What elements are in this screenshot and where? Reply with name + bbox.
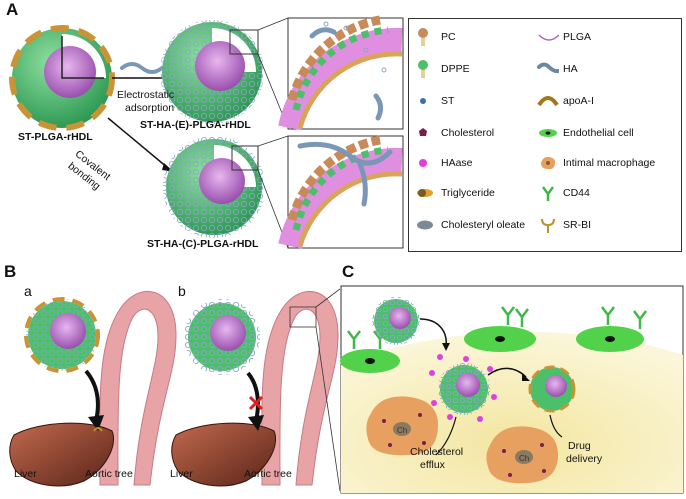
- label-b-a-liver: Liver: [14, 468, 37, 480]
- panel-label-a: A: [6, 0, 19, 19]
- legend-box: PC DPPE ST Cholesterol HAase Triglycerid…: [408, 18, 682, 252]
- cholesteryl-oleate-icon: [417, 220, 433, 230]
- zoom-lines: [257, 17, 289, 249]
- legend-label: Endothelial cell: [563, 127, 634, 139]
- incoming-nanoparticle: [372, 297, 450, 351]
- legend-item-apoa1: apoA-I: [537, 91, 594, 111]
- legend-label: PC: [441, 31, 456, 43]
- legend-label: SR-BI: [563, 219, 592, 231]
- legend-item-haase: HAase: [415, 153, 473, 173]
- macrophage-right: Ch: [486, 426, 558, 484]
- legend-item-plga: PLGA: [537, 27, 591, 47]
- legend-item-pc: PC: [415, 27, 456, 47]
- plga-icon: [538, 34, 559, 41]
- panel-b-b: [171, 288, 340, 492]
- legend-item-cd44: CD44: [537, 183, 590, 203]
- legend-item-macrophage: Intimal macrophage: [537, 153, 655, 173]
- legend-item-cholesteryl-oleate: Cholesteryl oleate: [415, 215, 525, 235]
- stripped-nanoparticle: [528, 365, 576, 413]
- legend-label: DPPE: [441, 63, 470, 75]
- endothelial-cells: [340, 306, 647, 373]
- legend-label: ST: [441, 95, 455, 107]
- legend-label: Cholesterol: [441, 127, 495, 139]
- panel-b-graphics: [9, 288, 340, 492]
- panel-label-b-b: b: [178, 283, 186, 299]
- zoom-box-e: [278, 15, 404, 131]
- legend-label: Cholesteryl oleate: [441, 219, 526, 231]
- label-drug-delivery-1: Drug: [568, 440, 591, 452]
- legend-item-ha: HA: [537, 59, 578, 79]
- legend-item-st: ST: [415, 91, 454, 111]
- label-adsorption: adsorption: [125, 102, 175, 114]
- label-b-a-aortic-tree: Aortic tree: [85, 468, 133, 480]
- ha-icon: [537, 62, 559, 74]
- panel-b-a: [9, 290, 177, 487]
- label-st-ha-c-plga-rhdl: ST-HA-(C)-PLGA-rHDL: [147, 238, 259, 250]
- panel-label-b: B: [4, 262, 17, 281]
- zoom-box-c: [278, 135, 404, 249]
- apoa1-icon: [537, 96, 559, 107]
- cd44-icon: [541, 186, 555, 201]
- macrophage-icon: [541, 156, 556, 170]
- legend-item-cholesterol: Cholesterol: [415, 123, 494, 143]
- legend-label: HA: [563, 63, 578, 75]
- panel-label-b-a: a: [24, 283, 32, 299]
- label-cholesterol-efflux-1: Cholesterol: [410, 446, 464, 458]
- panel-a-graphics: [9, 15, 404, 249]
- st-ha-e-plga-rhdl-particle: [160, 20, 264, 124]
- label-b-b-liver: Liver: [170, 468, 193, 480]
- flow-arrows: [435, 414, 563, 456]
- panel-label-c: C: [342, 262, 355, 281]
- svg-text:Ch: Ch: [397, 426, 407, 435]
- haase-icon: [419, 159, 427, 167]
- macrophage-left: Ch: [366, 396, 438, 456]
- label-st-ha-e-plga-rhdl: ST-HA-(E)-PLGA-rHDL: [140, 119, 251, 131]
- legend-label: Triglyceride: [441, 187, 495, 199]
- cholesterol-icon: [419, 128, 427, 136]
- center-nanoparticle: [429, 354, 530, 422]
- st-ha-c-plga-rhdl-particle: [163, 136, 265, 238]
- triglyceride-icon: [417, 189, 433, 197]
- label-electrostatic: Electrostatic: [117, 89, 175, 101]
- endothelial-cell-icon: [539, 129, 557, 137]
- label-b-b-aortic-tree: Aortic tree: [244, 468, 292, 480]
- svg-text:Ch: Ch: [519, 454, 529, 463]
- legend-label: HAase: [441, 157, 473, 169]
- legend-label: CD44: [563, 187, 590, 199]
- label-st-plga-rhdl: ST-PLGA-rHDL: [18, 131, 93, 143]
- label-cholesterol-efflux-2: efflux: [420, 459, 445, 471]
- legend-item-sr-bi: SR-BI: [537, 215, 591, 235]
- legend-label: apoA-I: [563, 95, 594, 107]
- st-icon: [420, 98, 426, 104]
- legend-label: Intimal macrophage: [563, 157, 656, 169]
- st-plga-rhdl-particle: [9, 25, 115, 131]
- pc-lipid-icon: [418, 28, 428, 46]
- legend-label: PLGA: [563, 31, 592, 43]
- dppe-lipid-icon: [418, 60, 428, 78]
- legend-item-dppe: DPPE: [415, 59, 470, 79]
- legend-item-triglyceride: Triglyceride: [415, 183, 495, 203]
- label-drug-delivery-2: delivery: [566, 453, 603, 465]
- sr-bi-icon: [541, 218, 555, 233]
- legend-item-endothelial: Endothelial cell: [537, 123, 634, 143]
- panel-c-graphics: Ch Ch: [340, 285, 684, 494]
